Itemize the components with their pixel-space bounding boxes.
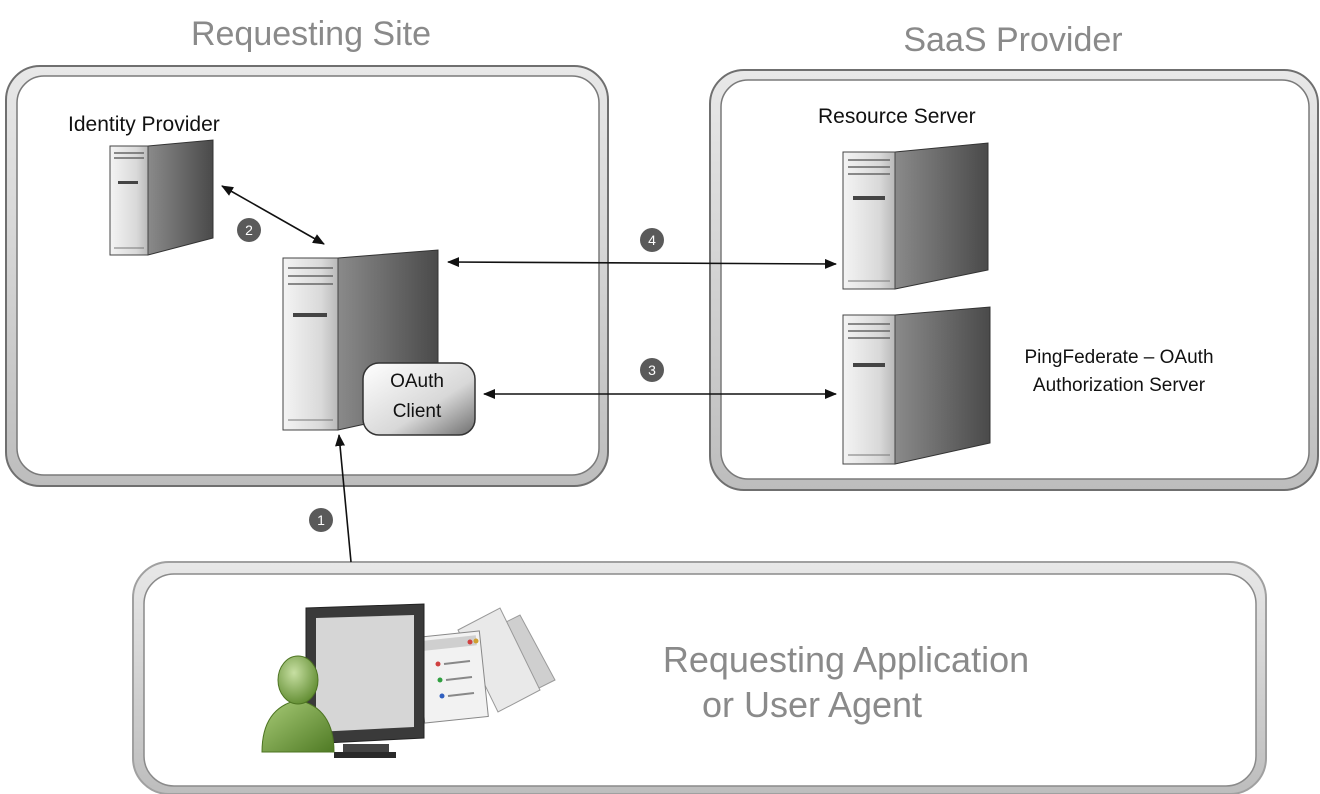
requesting-application-label-line1: Requesting Application bbox=[663, 639, 1029, 680]
oauth-client-label-line2: Client bbox=[393, 401, 442, 422]
identity-provider-label: Identity Provider bbox=[68, 113, 220, 136]
arrow-client-identity-provider bbox=[221, 185, 325, 245]
step-badge-4: 4 bbox=[640, 228, 664, 252]
monitor-icon bbox=[305, 603, 425, 758]
oauth-client-callout: OAuth Client bbox=[362, 362, 476, 436]
user-icon bbox=[261, 655, 335, 753]
resource-server-icon bbox=[842, 142, 989, 290]
arrow-client-resource-server bbox=[447, 257, 837, 269]
identity-provider-server-icon bbox=[109, 139, 214, 256]
requesting-application-label-line2: or User Agent bbox=[702, 684, 922, 725]
authorization-server-icon bbox=[842, 306, 991, 465]
requesting-site-title: Requesting Site bbox=[191, 15, 431, 53]
oauth-client-label-line1: OAuth bbox=[390, 371, 444, 392]
authorization-server-label-line2: Authorization Server bbox=[1033, 375, 1206, 396]
step-badge-2: 2 bbox=[237, 218, 261, 242]
step-number: 2 bbox=[245, 222, 253, 238]
step-badge-3: 3 bbox=[640, 358, 664, 382]
saas-provider-panel bbox=[709, 69, 1319, 491]
saas-provider-title: SaaS Provider bbox=[903, 21, 1122, 59]
resource-server-label: Resource Server bbox=[818, 105, 976, 128]
documents-icon bbox=[415, 607, 556, 724]
step-number: 1 bbox=[317, 512, 325, 528]
authorization-server-label-line1: PingFederate – OAuth bbox=[1024, 347, 1213, 368]
step-badge-1: 1 bbox=[309, 508, 333, 532]
step-number: 3 bbox=[648, 362, 656, 378]
step-number: 4 bbox=[648, 232, 656, 248]
arrow-application-to-client bbox=[335, 434, 352, 563]
